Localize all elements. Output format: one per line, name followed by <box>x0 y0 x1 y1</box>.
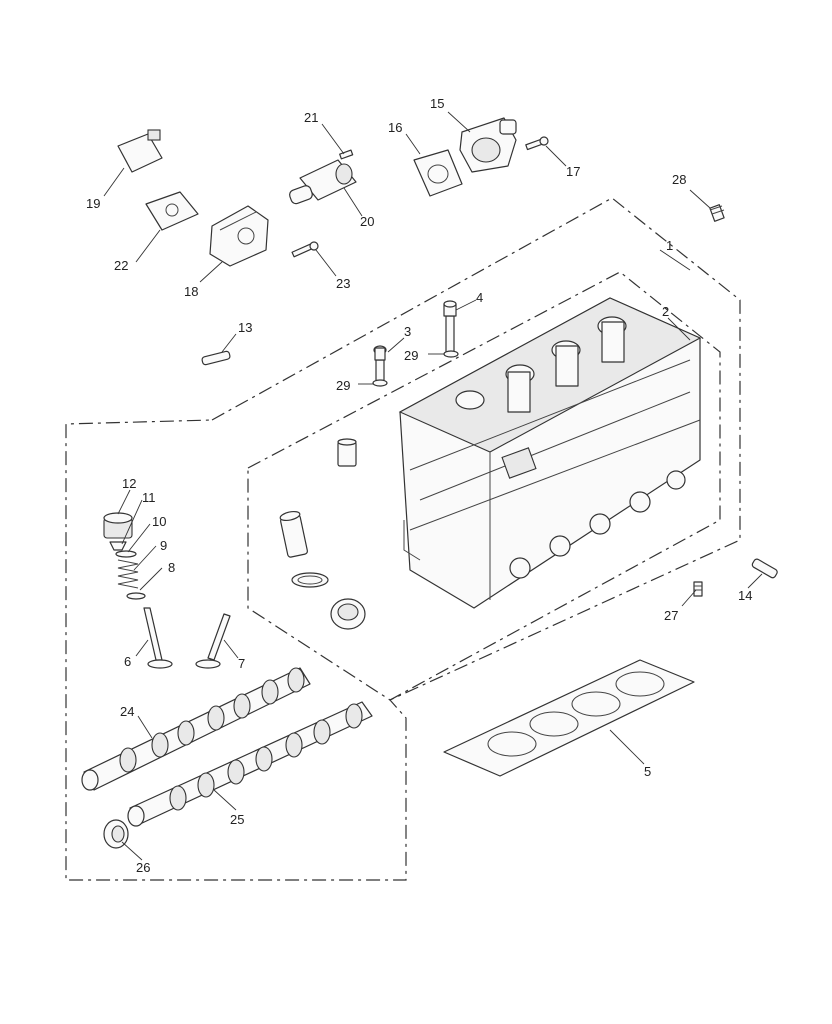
dowel-pin-13 <box>201 350 231 366</box>
assembly-1-boundary <box>65 197 741 881</box>
bolt-3 <box>372 345 388 387</box>
callout-22: 22 <box>114 258 128 273</box>
callout-15: 15 <box>430 96 444 111</box>
callout-7: 7 <box>238 656 245 671</box>
assembly-2-boundary <box>247 271 721 701</box>
camshaft-25 <box>127 701 373 827</box>
inlet-valve-6 <box>143 607 173 669</box>
callout-8: 8 <box>168 560 175 575</box>
bolt-23 <box>291 241 319 258</box>
callout-27: 27 <box>664 608 678 623</box>
valve-collet-11 <box>109 541 127 551</box>
spring-retainer-10 <box>115 550 137 558</box>
valve-guide-sleeve <box>337 438 357 467</box>
vvt-solenoid-20 <box>289 159 357 205</box>
callout-18: 18 <box>184 284 198 299</box>
callout-17: 17 <box>566 164 580 179</box>
sensor-19 <box>117 129 163 173</box>
cover-plate-22 <box>145 191 199 231</box>
cylinder-head <box>398 297 702 609</box>
callout-28: 28 <box>672 172 686 187</box>
callout-3: 3 <box>404 324 411 339</box>
callout-29-lower: 29 <box>336 378 350 393</box>
valve-tappet-12 <box>103 512 133 539</box>
callout-12: 12 <box>122 476 136 491</box>
water-outlet-housing-15 <box>459 117 517 173</box>
oil-seal <box>330 598 366 630</box>
vvt-solenoid-housing-18 <box>209 205 269 267</box>
callout-21: 21 <box>304 110 318 125</box>
callout-9: 9 <box>160 538 167 553</box>
stud-28 <box>709 204 725 222</box>
stud-27 <box>693 581 703 597</box>
spark-plug-tube <box>279 510 308 558</box>
callout-25: 25 <box>230 812 244 827</box>
callout-10: 10 <box>152 514 166 529</box>
seal-ring <box>291 572 329 588</box>
callout-14: 14 <box>738 588 752 603</box>
dowel-pin-14 <box>751 558 778 579</box>
callout-6: 6 <box>124 654 131 669</box>
head-gasket <box>443 659 695 777</box>
callout-23: 23 <box>336 276 350 291</box>
callout-2: 2 <box>662 304 669 319</box>
camshaft-seal-26 <box>103 819 129 849</box>
callout-20: 20 <box>360 214 374 229</box>
callout-5: 5 <box>644 764 651 779</box>
leader-lines <box>103 111 763 861</box>
callout-13: 13 <box>238 320 252 335</box>
callout-1: 1 <box>666 238 673 253</box>
spring-seat-8 <box>126 592 146 600</box>
callout-4: 4 <box>476 290 483 305</box>
bolt-21 <box>339 149 354 160</box>
exhaust-valve-7 <box>195 613 231 669</box>
valve-spring-9 <box>117 559 139 589</box>
bolt-17 <box>525 136 549 151</box>
callout-29-upper: 29 <box>404 348 418 363</box>
callout-26: 26 <box>136 860 150 875</box>
callout-11: 11 <box>142 490 156 505</box>
callout-19: 19 <box>86 196 100 211</box>
bolt-4 <box>443 300 459 358</box>
callout-16: 16 <box>388 120 402 135</box>
callout-24: 24 <box>120 704 134 719</box>
camshaft-24 <box>81 667 311 791</box>
gasket-16 <box>413 149 463 197</box>
